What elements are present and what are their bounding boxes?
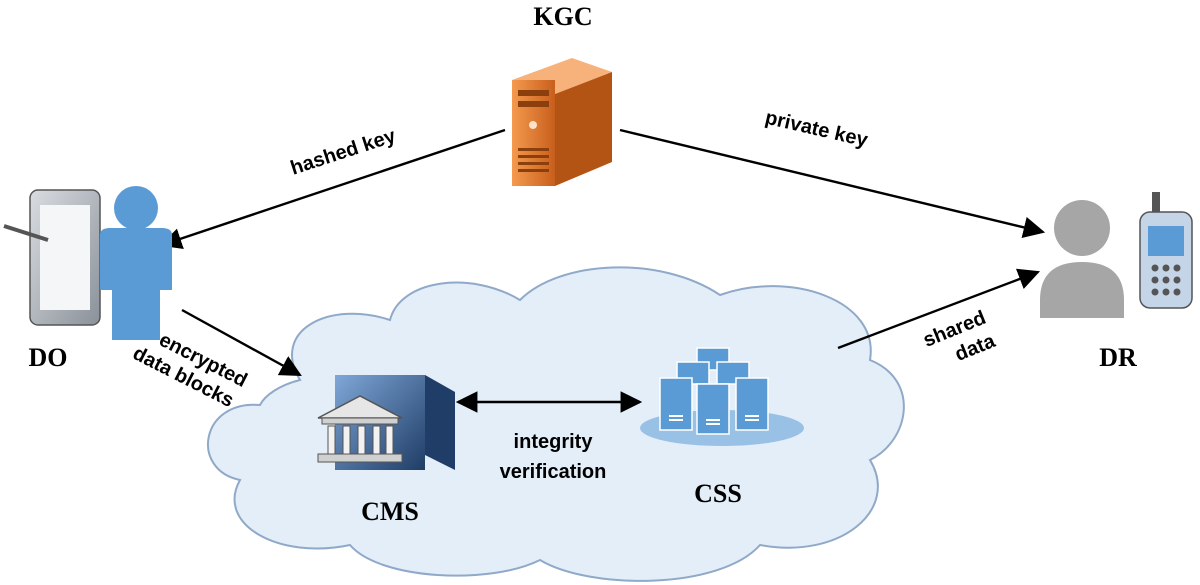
- cloud-shape: [206, 266, 905, 582]
- arrow-kgc-to-dr: [619, 128, 1046, 238]
- tablet-icon: [3, 189, 101, 326]
- label-do: DO: [29, 343, 68, 372]
- server-icon: [512, 58, 612, 186]
- arrow-do-to-cms: [181, 308, 302, 377]
- person-icon-do: [100, 186, 172, 340]
- css-servers-icon: [640, 347, 804, 446]
- label-css: CSS: [694, 479, 742, 508]
- person-icon-dr: [1040, 200, 1124, 318]
- arrow-kgc-to-do: [159, 128, 506, 250]
- label-private-key: private key: [763, 107, 871, 152]
- label-cms: CMS: [361, 497, 419, 526]
- bank-icon: [317, 395, 403, 463]
- phone-icon: [1139, 192, 1193, 309]
- label-integrity-line2: verification: [500, 461, 607, 483]
- label-integrity-line1: integrity: [514, 431, 594, 453]
- arrow-css-to-dr: [837, 268, 1041, 350]
- cms-cube-icon: [317, 375, 455, 470]
- label-shared-data: shared data: [920, 307, 999, 366]
- label-dr: DR: [1099, 343, 1137, 372]
- label-kgc: KGC: [533, 2, 592, 31]
